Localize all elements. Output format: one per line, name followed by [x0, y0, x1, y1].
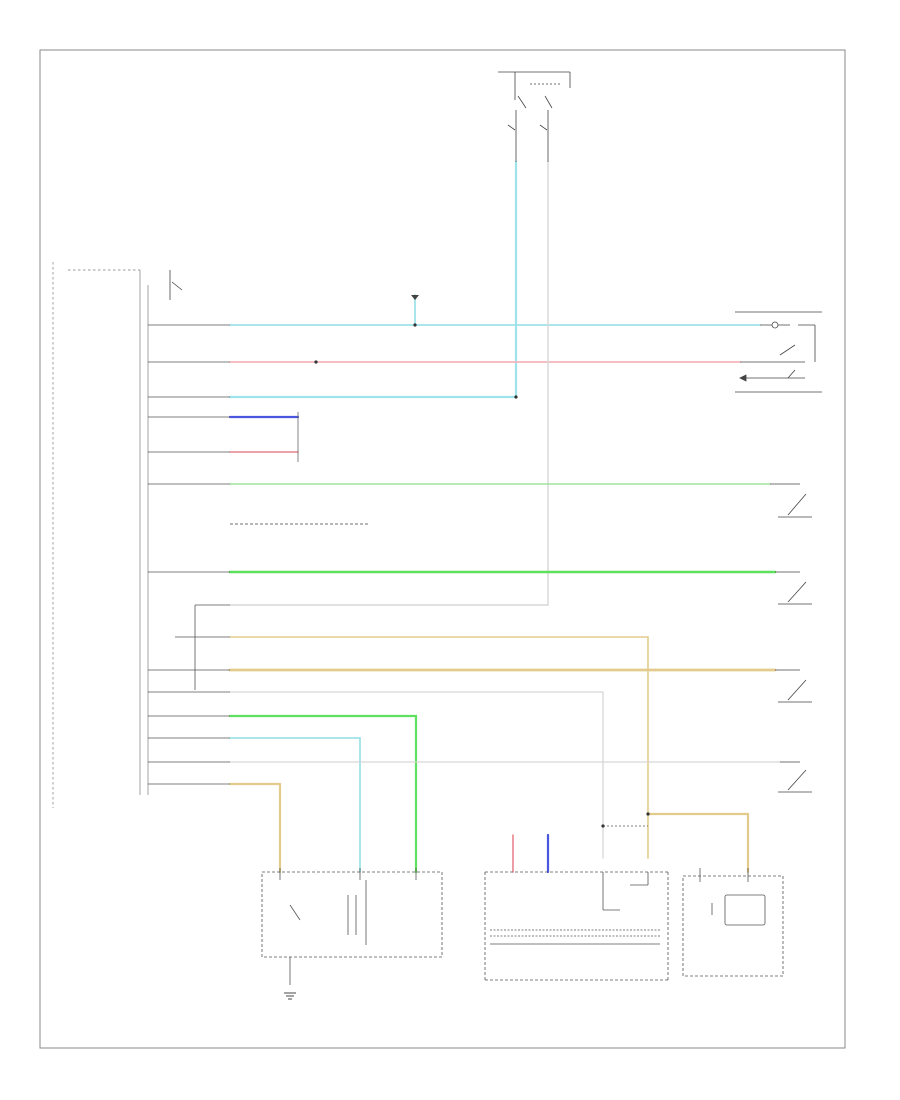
diagram-border [39, 49, 846, 1049]
wire-gray-main [229, 161, 549, 606]
top-relay-block [498, 71, 571, 162]
module-outline [52, 262, 149, 808]
connector-bottom-mid [484, 825, 669, 981]
relay-box [261, 868, 443, 985]
rear-switches [770, 483, 812, 793]
junction-dots [314, 323, 650, 828]
wire-gray-row-692 [229, 691, 604, 859]
wire-tan-row-637 [229, 636, 649, 859]
wire-light-blue-row-738 [229, 737, 361, 873]
shield-tag [411, 295, 419, 300]
connector-bottom-right [682, 868, 784, 977]
wire-tan-row-784 [228, 782, 282, 874]
left-fuse-box [169, 270, 183, 300]
wire-tan-right [646, 812, 750, 874]
wires [228, 160, 781, 874]
right-ignition [735, 311, 822, 393]
wire-green-row-716 [228, 714, 418, 874]
left-stubs [148, 324, 230, 785]
ground-symbol [284, 992, 296, 1000]
